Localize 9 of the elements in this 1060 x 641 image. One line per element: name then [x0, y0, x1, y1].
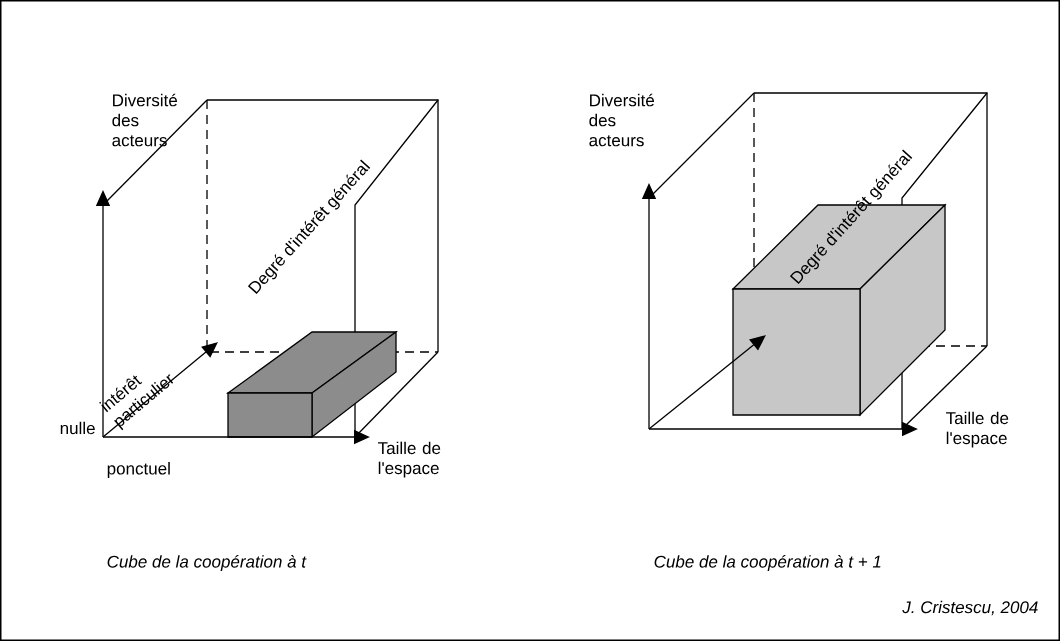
- axis-label: Taille de l'espace: [378, 441, 441, 478]
- axis-label: nulle: [60, 421, 95, 435]
- caption: Cube de la coopération à t: [107, 555, 307, 572]
- axis-label: ponctuel: [107, 462, 170, 478]
- author-credit: J. Cristescu, 2004: [902, 600, 1038, 616]
- caption: Cube de la coopération à t + 1: [654, 555, 881, 572]
- axis-label: Diversité des acteurs: [589, 93, 654, 147]
- axis-label: Taille de l'espace: [946, 411, 1009, 448]
- axis-label: Diversité des acteurs: [112, 93, 177, 147]
